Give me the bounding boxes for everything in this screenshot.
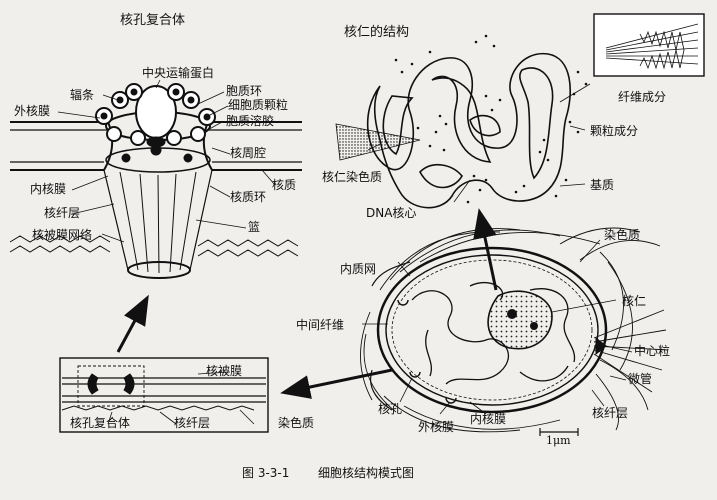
dna-core-label: DNA核心 [366, 206, 417, 220]
nucleolar-chromatin-label: 核仁染色质 [322, 170, 383, 184]
inset-chromatin-label: 染色质 [278, 416, 315, 430]
chromatin-label: 染色质 [604, 228, 641, 242]
figure-number: 图 3-3-1 [242, 466, 290, 480]
nucleolus-label: 核仁 [622, 294, 647, 308]
intermediate-filament-label: 中间纤维 [296, 318, 345, 332]
nucleoplasm-label: 核质 [272, 178, 297, 192]
cytoplasmic-ring-label: 胞质环 [226, 84, 263, 98]
figure-caption: 细胞核结构模式图 [318, 466, 415, 480]
outer-membrane-label: 外核膜 [14, 104, 51, 118]
central-transporter-label: 中央运输蛋白 [142, 66, 215, 80]
nucleus-drawing [360, 227, 669, 436]
inset-pore-complex-label: 核孔复合体 [70, 416, 131, 430]
er-label: 内质网 [340, 262, 377, 276]
nuclear-ring-label: 核质环 [230, 190, 267, 204]
inset-lamina-label: 核纤层 [174, 416, 211, 430]
outer-nuclear-membrane-label: 外核膜 [418, 420, 455, 434]
pore-complex-drawing [9, 79, 302, 279]
matrix-label: 基质 [590, 178, 615, 192]
nucleolus-drawing [335, 13, 705, 209]
basket-label: 篮 [248, 220, 261, 234]
pore-complex-title: 核孔复合体 [120, 13, 186, 28]
envelope-network-label: 核被膜网络 [32, 228, 93, 242]
nuclear-pore-label: 核孔 [378, 402, 403, 416]
inner-membrane-label: 内核膜 [30, 182, 67, 196]
centriole-label: 中心粒 [634, 344, 671, 358]
inner-nuclear-membrane-label: 内核膜 [470, 412, 507, 426]
nucleolus-title: 核仁的结构 [344, 25, 410, 40]
cytoplasmic-granule-label: 细胞质颗粒 [228, 98, 289, 112]
microtubule-label: 微管 [628, 372, 653, 386]
lamina-label: 核纤层 [44, 206, 81, 220]
inset-envelope-label: 核被膜 [206, 364, 243, 378]
perinuclear-space-label: 核周腔 [230, 146, 267, 160]
connector-arrows [116, 208, 498, 399]
granular-label: 颗粒成分 [590, 124, 639, 138]
cytosol-label: 胞质溶胶 [226, 114, 275, 128]
nuclear-lamina-label: 核纤层 [592, 406, 629, 420]
scale-bar-label: 1μm [546, 434, 571, 447]
fibrillar-label: 纤维成分 [618, 90, 667, 104]
spoke-label: 辐条 [70, 88, 95, 102]
envelope-inset-drawing [59, 357, 269, 433]
